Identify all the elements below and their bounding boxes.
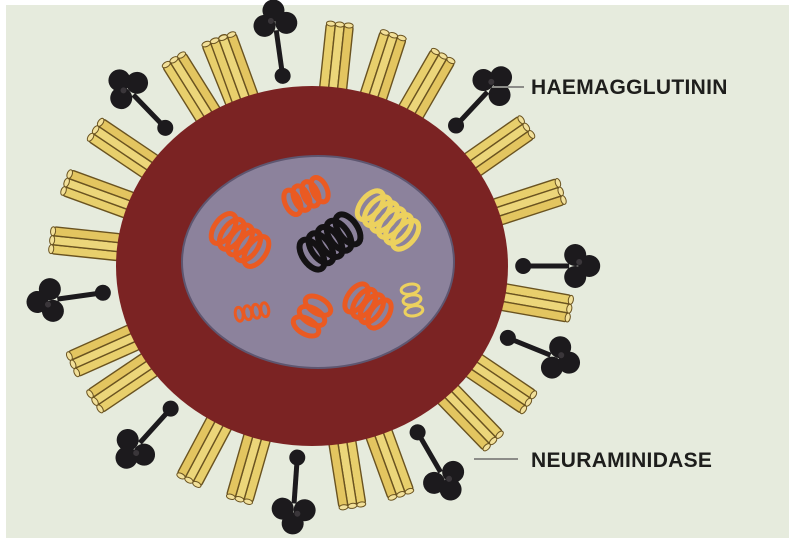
haemagglutinin-label: HAEMAGGLUTININ: [531, 76, 728, 99]
neuraminidase-label: NEURAMINIDASE: [531, 449, 712, 472]
